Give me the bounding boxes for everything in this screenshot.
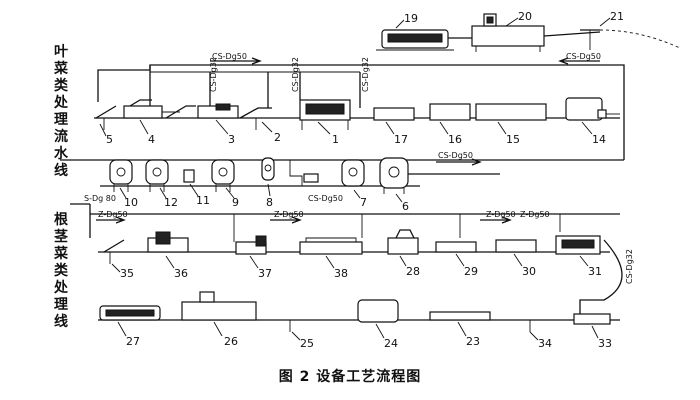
top-row-equipment: [376, 13, 681, 52]
pipe-label-cs-right: CS-Dg50: [566, 52, 601, 61]
figure-caption: 图 2 设备工艺流程图: [278, 369, 422, 385]
eq-label-33: 33: [598, 337, 612, 350]
root-line-piping: [70, 203, 623, 318]
eq-label-1: 1: [332, 133, 339, 146]
eq-label-5: 5: [106, 133, 113, 146]
pipe-label-cs-tank: CS-Dg50: [308, 194, 343, 203]
pipe-label-z2: Z-Dg50: [274, 210, 304, 219]
eq-label-26: 26: [224, 335, 238, 348]
pipe-label-s-dg: S-Dg 80: [84, 194, 116, 203]
pipe-label-cs-v3: CS-Dg32: [361, 57, 370, 92]
eq-label-24: 24: [384, 337, 398, 350]
eq-label-4: 4: [148, 133, 155, 146]
pipe-label-z3: Z-Dg50: [486, 210, 516, 219]
root-line-label: 根茎菜类处理线: [54, 212, 68, 330]
pipe-label-cs-top: CS-Dg50: [212, 52, 247, 61]
pipe-labels: CS-Dg50 CS-Dg50 CS-Dg32 CS-Dg32 CS-Dg32 …: [84, 52, 634, 284]
leafy-line-label: 叶菜类处理流水线: [54, 44, 68, 179]
pipe-label-cs-loop: CS-Dg32: [625, 249, 634, 284]
eq-label-37: 37: [258, 267, 272, 280]
eq-label-38: 38: [334, 267, 348, 280]
eq-label-9: 9: [232, 196, 239, 209]
pipe-label-z1: Z-Dg50: [98, 210, 128, 219]
eq-label-34: 34: [538, 337, 552, 350]
eq-label-15: 15: [506, 133, 520, 146]
pipe-label-cs-v2: CS-Dg32: [291, 57, 300, 92]
eq-label-3: 3: [228, 133, 235, 146]
eq-label-19: 19: [404, 12, 418, 25]
eq-label-14: 14: [592, 133, 606, 146]
eq-label-36: 36: [174, 267, 188, 280]
eq-label-35: 35: [120, 267, 134, 280]
eq-label-27: 27: [126, 335, 140, 348]
root-conveyor-row: [98, 229, 610, 264]
leafy-conveyor-row: [94, 97, 620, 130]
eq-label-20: 20: [518, 10, 532, 23]
eq-label-21: 21: [610, 10, 624, 23]
eq-label-7: 7: [360, 196, 367, 209]
eq-label-25: 25: [300, 337, 314, 350]
leafy-tank-row: [100, 157, 500, 194]
pipe-label-cs-mid: CS-Dg50: [438, 151, 473, 160]
bottom-row: [98, 291, 620, 332]
eq-label-28: 28: [406, 265, 420, 278]
eq-label-11: 11: [196, 194, 210, 207]
eq-label-31: 31: [588, 265, 602, 278]
eq-label-12: 12: [164, 196, 178, 209]
eq-label-6: 6: [402, 200, 409, 213]
eq-label-8: 8: [266, 196, 273, 209]
pipe-label-z4: Z-Dg50: [520, 210, 550, 219]
eq-label-16: 16: [448, 133, 462, 146]
eq-label-17: 17: [394, 133, 408, 146]
eq-label-30: 30: [522, 265, 536, 278]
eq-label-29: 29: [464, 265, 478, 278]
equipment-numbers: 19 20 21 5 4 3 2 1 17 16 15 14 10 12 11 …: [99, 10, 624, 350]
eq-label-10: 10: [124, 196, 138, 209]
eq-label-2: 2: [274, 131, 281, 144]
pipe-label-cs-v1: CS-Dg32: [209, 57, 218, 92]
eq-label-23: 23: [466, 335, 480, 348]
